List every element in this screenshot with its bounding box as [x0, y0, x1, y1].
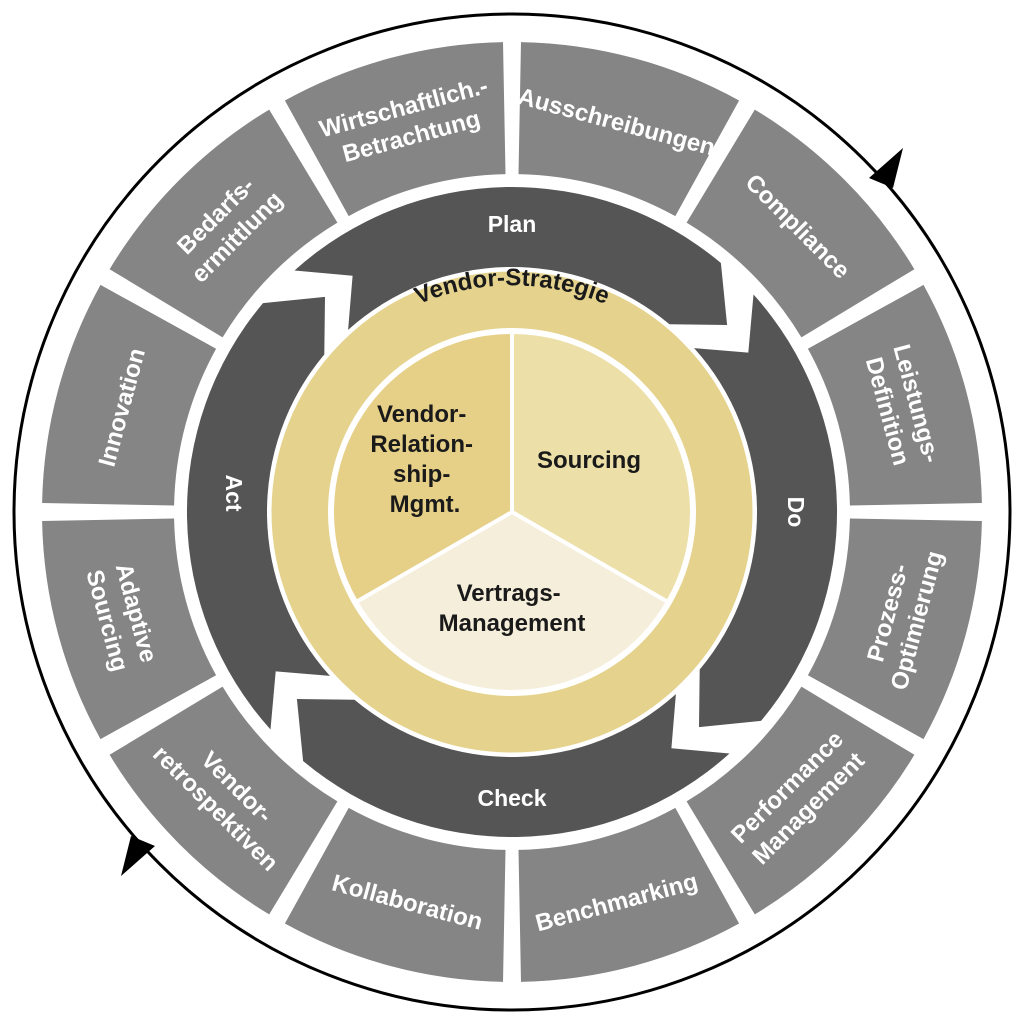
core-label-sourcing: Sourcing — [537, 447, 641, 474]
core-label-vertrags: Vertrags- Management — [439, 580, 586, 637]
cycle-arrow-top-right-icon — [869, 148, 903, 188]
outer-segment-shape — [42, 284, 217, 506]
core-vm-line-1: Vertrags- — [457, 580, 561, 607]
pdca-label-plan: Plan — [488, 211, 537, 237]
core-pie — [328, 328, 696, 696]
outer-segment-shape — [109, 109, 338, 338]
outer-segment-shape — [518, 807, 740, 982]
pdca-arrow-do — [694, 294, 838, 728]
pdca-arrow-act — [186, 296, 330, 730]
pdca-cycle-ring — [186, 186, 838, 838]
core-wedge-vendor-relationship — [330, 329, 514, 605]
core-vr-line-2: Relation- — [370, 431, 473, 458]
core-vm-line-2: Management — [439, 610, 586, 637]
core-wedge-sourcing — [510, 329, 694, 605]
core-vr-line-4: Mgmt. — [390, 491, 461, 518]
core-vr-line-1: Vendor- — [377, 401, 466, 428]
cycle-arrow-bottom-left-icon — [121, 836, 155, 876]
outer-segment-shape — [42, 518, 217, 740]
outer-segment-shape — [807, 284, 982, 506]
outer-segment-shape — [109, 686, 338, 915]
outer-segment-shape — [518, 42, 740, 217]
outer-segment-ring: AusschreibungenComplianceLeistungs-Defin… — [42, 42, 982, 982]
outer-segment-shape — [686, 686, 915, 915]
pdca-arrow-plan — [294, 186, 728, 330]
pdca-label-act: Act — [221, 474, 247, 511]
core-label-vendor-relationship: Vendor- Relation- ship- Mgmt. — [370, 401, 479, 518]
outer-cycle-line — [12, 12, 1012, 1012]
outer-segment-shape — [807, 518, 982, 740]
core-vr-line-3: ship- — [393, 461, 450, 488]
outer-segment-shape — [284, 42, 506, 217]
pdca-arrow-check — [296, 694, 730, 838]
pdca-label-do: Do — [783, 497, 809, 528]
outer-segment-shape — [284, 807, 506, 982]
pdca-label-check: Check — [477, 785, 546, 811]
outer-segment-shape — [686, 109, 915, 338]
